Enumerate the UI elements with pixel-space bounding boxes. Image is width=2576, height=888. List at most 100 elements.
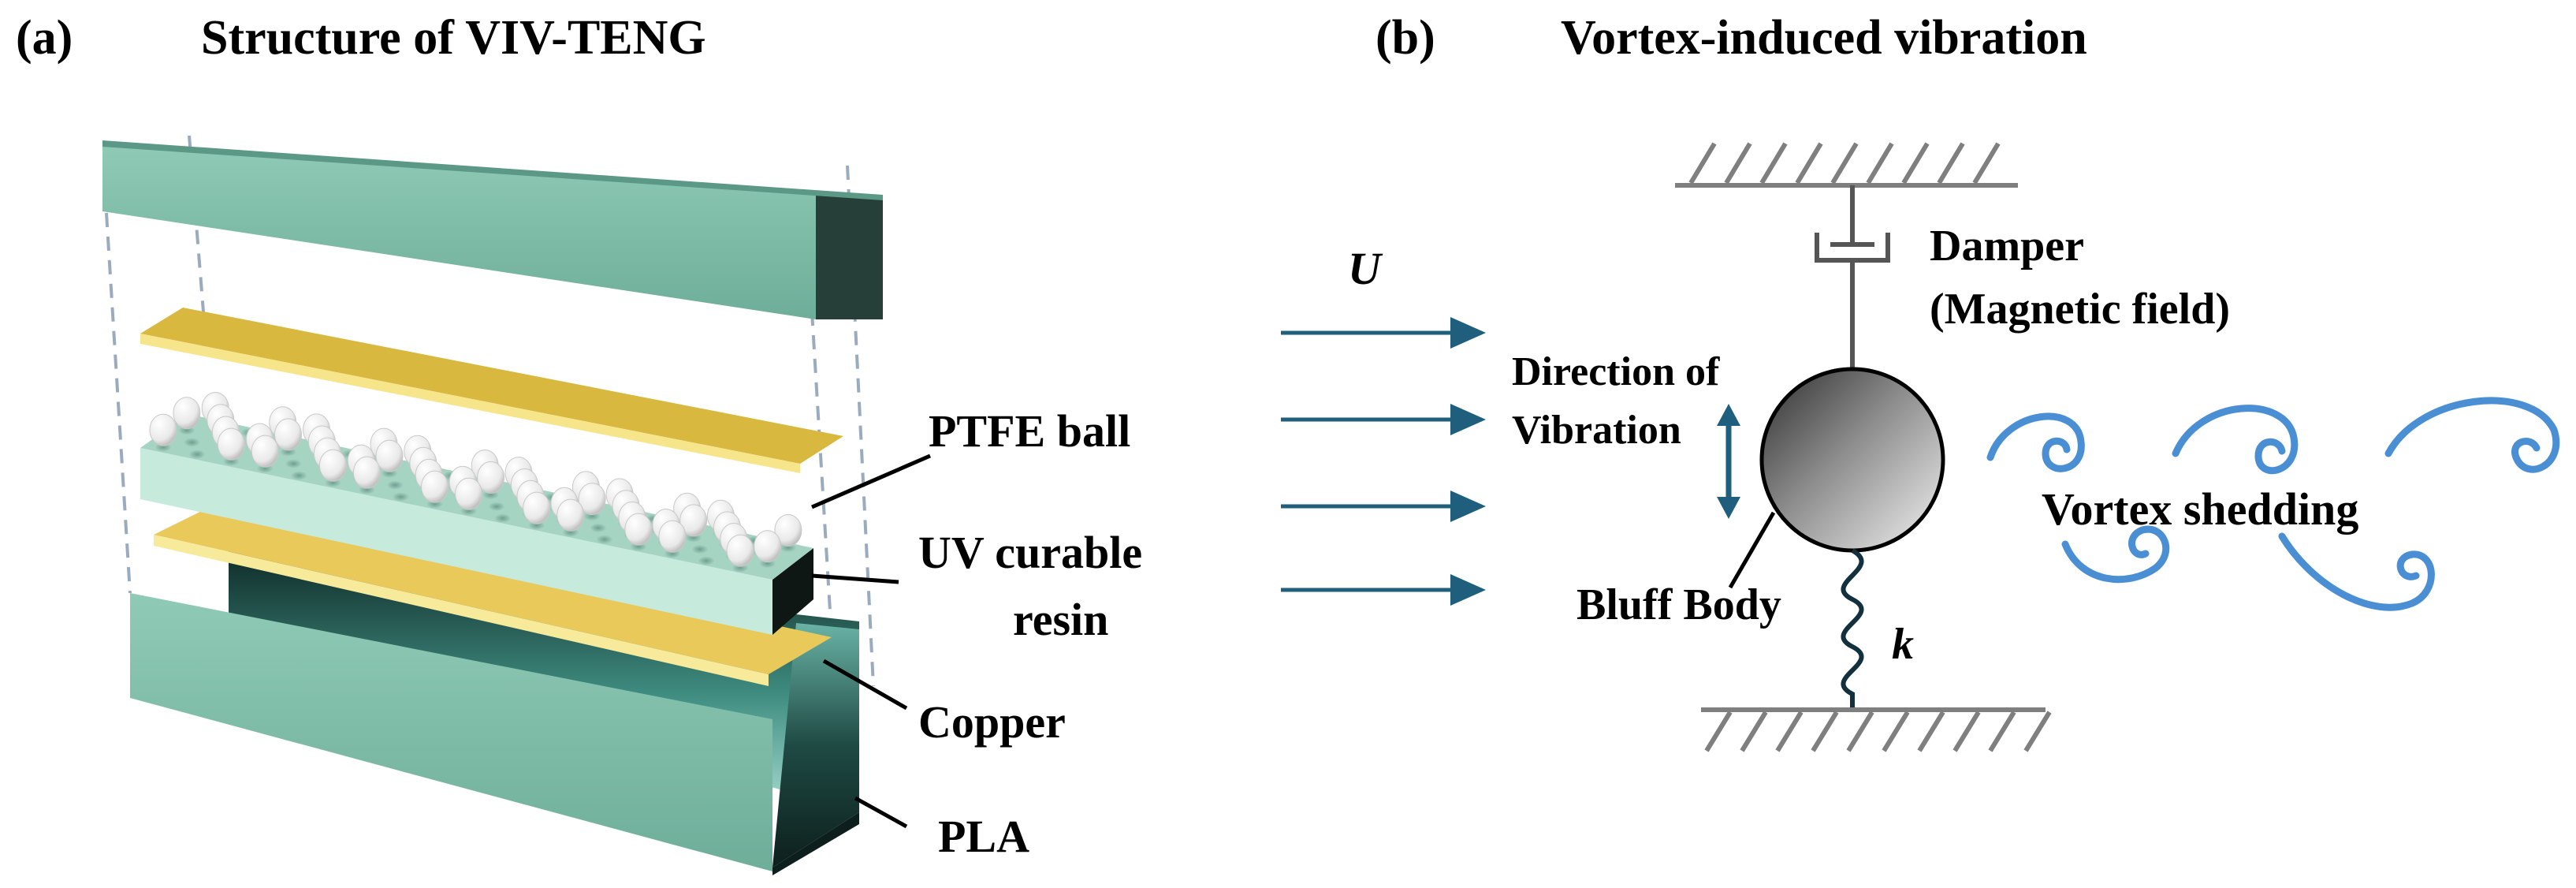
ptfe-ball: [217, 427, 245, 461]
spring: [1841, 548, 1864, 710]
hatch-mark: [1740, 711, 1768, 752]
vortex-2: [2172, 405, 2299, 475]
resin-hole: [595, 535, 613, 545]
hatch-mark: [1988, 711, 2016, 752]
ptfe-ball: [149, 413, 177, 446]
panel-a: (a) Structure of VIV-TENG: [16, 11, 1142, 875]
hatch-mark: [1866, 142, 1894, 185]
resin-hole: [488, 502, 506, 512]
flow-arrows: [1281, 317, 1486, 606]
vibration-arrow: [1717, 404, 1740, 519]
guide-left-outer: [105, 212, 132, 594]
resin-hole: [285, 459, 303, 468]
vortex-4: [2061, 525, 2170, 584]
resin-side: [772, 548, 813, 635]
resin-hole: [188, 450, 207, 460]
ptfe-ball: [624, 513, 653, 546]
hatch-mark: [1846, 711, 1874, 752]
resin-hole: [691, 544, 709, 554]
ptfe-ball: [523, 491, 551, 524]
ptfe-ball: [679, 504, 708, 537]
guide-right-inner: [810, 311, 837, 703]
top-pla-rail: [102, 140, 883, 319]
vortex-5: [2278, 532, 2435, 611]
vortex-3: [2384, 397, 2560, 473]
resin-hole: [183, 437, 201, 447]
resin-hole: [589, 523, 607, 533]
label-vibration: Vibration: [1512, 408, 1681, 453]
label-pla: PLA: [938, 811, 1029, 862]
top-rail-side: [816, 193, 883, 319]
hatch-mark: [1882, 711, 1910, 752]
label-spring-constant: k: [1892, 620, 1914, 669]
hatch-mark: [1917, 711, 1945, 752]
ptfe-ball: [557, 498, 585, 532]
ptfe-ball: [754, 530, 782, 563]
resin-hole: [698, 556, 716, 566]
ptfe-ball: [318, 449, 347, 482]
hatch-mark: [1688, 142, 1717, 185]
panel-a-title: Structure of VIV-TENG: [201, 11, 706, 65]
resin-hole: [386, 480, 404, 491]
hatch-mark: [1775, 711, 1804, 752]
ptfe-ball: [251, 435, 279, 468]
ptfe-ball: [477, 461, 505, 494]
vortex-1: [1986, 412, 2085, 472]
panel-b: (b) Vortex-induced vibration U Damper (M…: [1281, 11, 2560, 752]
ptfe-ball: [375, 439, 404, 472]
hatch-mark: [1795, 142, 1823, 185]
guide-right-outer: [846, 165, 875, 687]
leader-copper: [822, 659, 908, 711]
leader-pla: [854, 796, 908, 829]
resin-hole: [392, 492, 410, 502]
label-uv-resin-line2: resin: [1013, 594, 1108, 645]
hatch-mark: [1901, 142, 1930, 185]
panel-b-title: Vortex-induced vibration: [1561, 11, 2087, 65]
hatch-mark: [2023, 711, 2052, 752]
channel-right-wall: [772, 623, 859, 867]
hatch-mark: [1724, 142, 1752, 185]
bottom-ground: [1701, 707, 2052, 752]
ptfe-ball: [455, 477, 483, 510]
hatch-mark: [1811, 711, 1839, 752]
resin-front: [140, 448, 772, 635]
hatch-mark: [1937, 142, 1965, 185]
upper-copper-strip: [140, 308, 843, 473]
hatch-mark: [1830, 142, 1859, 185]
label-uv-resin-line1: UV curable: [918, 527, 1142, 578]
ptfe-ball: [774, 514, 802, 547]
label-magnetic-field: (Magnetic field): [1930, 285, 2230, 334]
ptfe-ball: [274, 418, 302, 451]
label-damper: Damper: [1930, 222, 2084, 271]
hatch-mark: [1759, 142, 1788, 185]
hatch-mark: [1704, 711, 1733, 752]
ptfe-ball: [173, 397, 201, 430]
label-copper: Copper: [918, 696, 1066, 748]
vortex-shedding: [1986, 397, 2560, 611]
channel-front-wall: [130, 593, 772, 871]
ptfe-ball: [352, 456, 381, 489]
label-vortex-shedding: Vortex shedding: [2042, 483, 2358, 535]
leader-bluff-body: [1728, 511, 1776, 589]
callout-lines: [811, 453, 931, 829]
hatch-mark: [1972, 142, 2001, 185]
ptfe-ball: [421, 470, 449, 503]
ptfe-balls: [149, 392, 802, 567]
resin-hole: [493, 513, 512, 524]
leader-resin: [811, 573, 899, 584]
flow-velocity-symbol: U: [1348, 243, 1383, 294]
leader-ptfe: [811, 453, 931, 509]
ptfe-ball: [658, 520, 687, 553]
top-rail-face: [102, 144, 816, 319]
ptfe-ball: [726, 534, 754, 567]
label-bluff-body: Bluff Body: [1576, 580, 1781, 629]
bluff-body-sphere: [1759, 367, 1945, 553]
hatch-mark: [1952, 711, 1981, 752]
top-ground: [1675, 142, 2018, 188]
damper: [1815, 185, 1890, 369]
panel-b-label: (b): [1375, 11, 1435, 65]
label-ptfe-ball: PTFE ball: [929, 405, 1130, 457]
lower-copper-strip: [154, 505, 832, 686]
